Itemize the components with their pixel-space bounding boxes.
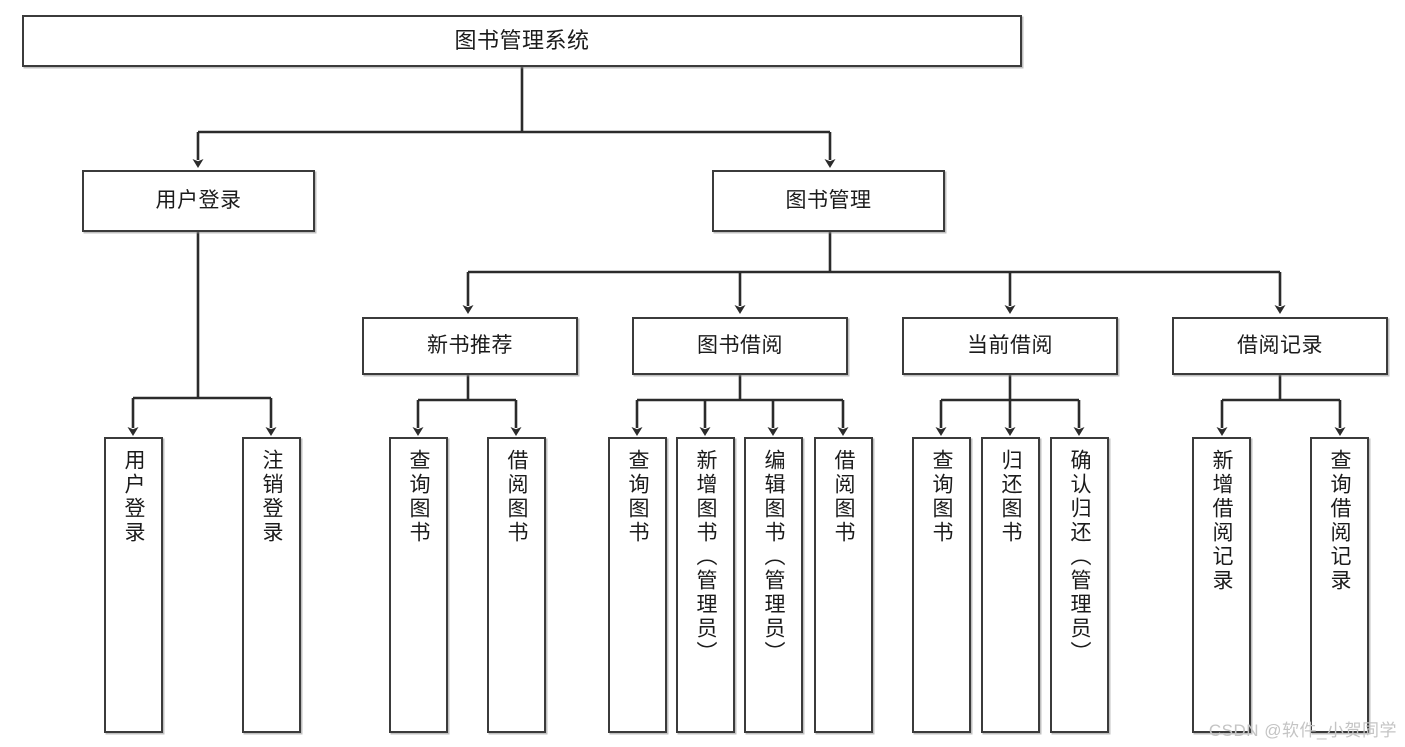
- node-current-borrow[interactable]: 当前借阅: [902, 317, 1118, 375]
- node-label: 查询图书: [407, 449, 430, 545]
- node-label: 新增借阅记录: [1210, 449, 1233, 593]
- node-label: 确认归还（管理员）: [1068, 449, 1091, 665]
- node-label: 图书借阅: [697, 333, 783, 357]
- watermark-text: CSDN @软件_小贺同学: [1208, 721, 1397, 740]
- node-root-book-management-system[interactable]: 图书管理系统: [22, 15, 1022, 67]
- node-leaf-add-book-admin[interactable]: 新增图书（管理员）: [676, 437, 735, 733]
- node-label: 借阅图书: [505, 449, 528, 545]
- node-label: 图书管理系统: [454, 28, 590, 54]
- node-label: 查询借阅记录: [1328, 449, 1351, 593]
- node-leaf-query-book-new-book[interactable]: 查询图书: [389, 437, 448, 733]
- node-book-management[interactable]: 图书管理: [712, 170, 945, 232]
- node-leaf-confirm-return-admin[interactable]: 确认归还（管理员）: [1050, 437, 1109, 733]
- node-borrow-record[interactable]: 借阅记录: [1172, 317, 1388, 375]
- node-leaf-return-book[interactable]: 归还图书: [981, 437, 1040, 733]
- node-label: 注销登录: [260, 449, 283, 545]
- node-label: 图书管理: [785, 188, 872, 212]
- node-label: 当前借阅: [967, 333, 1053, 357]
- node-label: 归还图书: [999, 449, 1022, 545]
- node-label: 查询图书: [930, 449, 953, 545]
- node-leaf-user-login[interactable]: 用户登录: [104, 437, 163, 733]
- node-label: 新增图书（管理员）: [694, 449, 717, 665]
- node-label: 借阅记录: [1237, 333, 1323, 357]
- node-label: 用户登录: [155, 188, 242, 212]
- node-label: 用户登录: [122, 449, 145, 545]
- node-leaf-query-book-current[interactable]: 查询图书: [912, 437, 971, 733]
- node-label: 查询图书: [626, 449, 649, 545]
- node-leaf-borrow-book-borrow[interactable]: 借阅图书: [814, 437, 873, 733]
- node-user-login[interactable]: 用户登录: [82, 170, 315, 232]
- node-label: 新书推荐: [427, 333, 513, 357]
- node-book-borrow[interactable]: 图书借阅: [632, 317, 848, 375]
- node-leaf-borrow-book-new-book[interactable]: 借阅图书: [487, 437, 546, 733]
- node-leaf-user-logout[interactable]: 注销登录: [242, 437, 301, 733]
- node-new-book-recommendation[interactable]: 新书推荐: [362, 317, 578, 375]
- node-leaf-query-book-borrow[interactable]: 查询图书: [608, 437, 667, 733]
- node-label: 编辑图书（管理员）: [762, 449, 785, 665]
- node-label: 借阅图书: [832, 449, 855, 545]
- node-leaf-edit-book-admin[interactable]: 编辑图书（管理员）: [744, 437, 803, 733]
- node-leaf-add-borrow-record[interactable]: 新增借阅记录: [1192, 437, 1251, 733]
- node-leaf-query-borrow-record[interactable]: 查询借阅记录: [1310, 437, 1369, 733]
